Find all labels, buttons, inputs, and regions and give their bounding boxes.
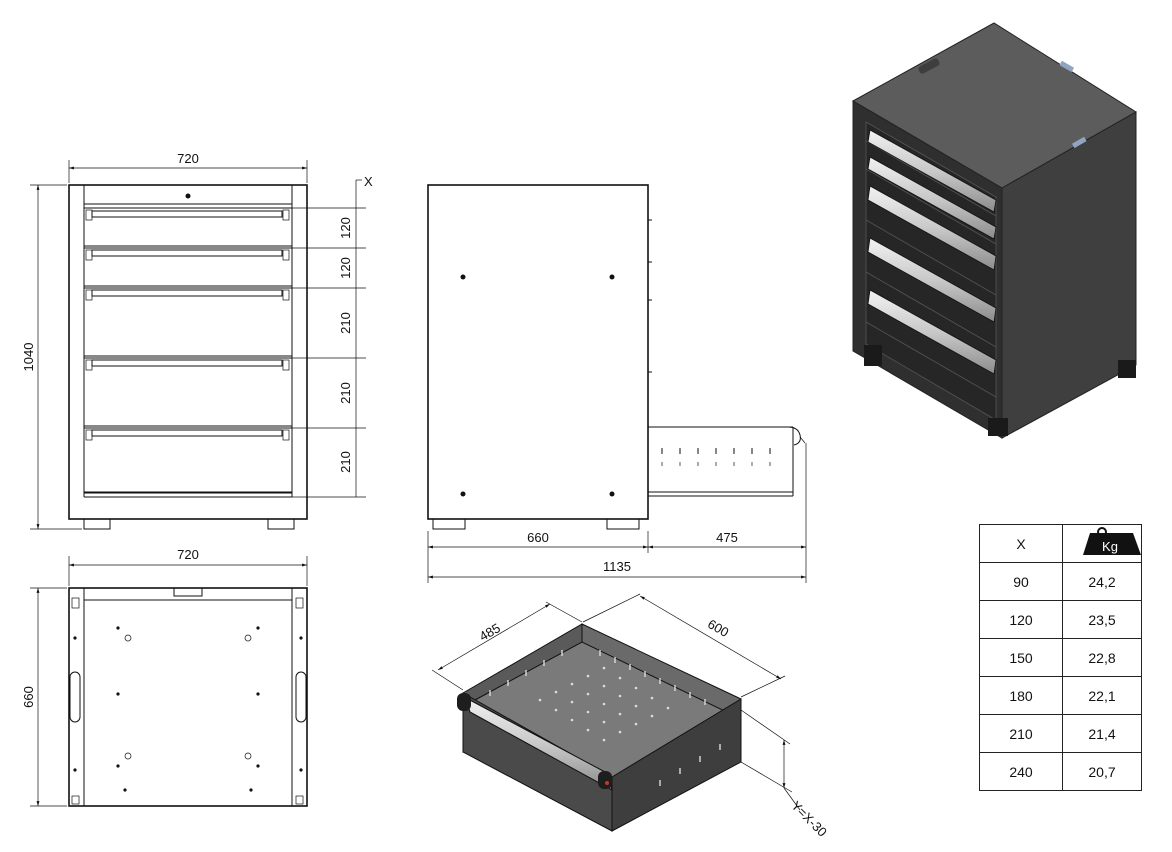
header-x: X (979, 524, 1063, 563)
front-width-label: 720 (177, 151, 199, 166)
cabinet-drawer-fronts (865, 140, 997, 398)
front-drawer-4 (83, 357, 293, 427)
top-view-holes (73, 626, 303, 792)
handle-end-cap-right (598, 771, 612, 789)
row-kg: 24,2 (1062, 562, 1142, 601)
row-x: 90 (979, 562, 1063, 601)
drawer-height-5: 210 (338, 451, 353, 473)
row-x: 180 (979, 676, 1063, 715)
drawer-height-1: 120 (338, 217, 353, 239)
front-drawer-1 (83, 207, 293, 247)
row-x: 150 (979, 638, 1063, 677)
cabinet-isometric (851, 22, 1137, 439)
row-x: 210 (979, 714, 1063, 753)
drawer-height-2: 120 (338, 257, 353, 279)
front-drawer-3 (83, 287, 293, 357)
top-depth-label: 660 (21, 686, 36, 708)
row-kg: 20,7 (1062, 752, 1142, 791)
front-height-label: 1040 (21, 343, 36, 372)
row-x: 120 (979, 600, 1063, 639)
row-x: 240 (979, 752, 1063, 791)
row-kg: 23,5 (1062, 600, 1142, 639)
row-kg: 22,8 (1062, 638, 1142, 677)
front-drawers (83, 207, 293, 493)
drawer-floor-holes (538, 666, 670, 742)
drawer-width-label: 485 (477, 620, 503, 644)
front-drawer-2 (83, 247, 293, 287)
side-extension-label: 475 (716, 530, 738, 545)
handle-end-cap-left (457, 693, 471, 711)
top-view: 720 660 (21, 547, 308, 807)
side-depth-label: 660 (527, 530, 549, 545)
header-weight (1062, 524, 1142, 563)
cabinet-handles (867, 129, 997, 375)
side-view: 660 475 1135 (427, 184, 807, 583)
drawer-height-label: Y=X-30 (788, 798, 830, 840)
extended-drawer-slots (661, 448, 771, 466)
drawer-height-4: 210 (338, 382, 353, 404)
front-view: 720 1040 X 120 120 210 210 210 (21, 151, 373, 530)
x-dimension-label: X (364, 174, 373, 189)
drawer-height-chain: X 120 120 210 210 210 (292, 174, 373, 498)
front-drawer-5 (83, 427, 293, 493)
row-kg: 22,1 (1062, 676, 1142, 715)
top-width-label: 720 (177, 547, 199, 562)
row-kg: 21,4 (1062, 714, 1142, 753)
side-total-label: 1135 (603, 559, 631, 574)
extended-drawer-side (648, 426, 806, 497)
lock-icon (185, 193, 191, 199)
side-drawer-ticks (648, 219, 652, 373)
drawer-height-3: 210 (338, 312, 353, 334)
drawer-isometric: 485 600 Y=X-30 (431, 593, 830, 840)
load-table-header: X (979, 524, 1142, 563)
